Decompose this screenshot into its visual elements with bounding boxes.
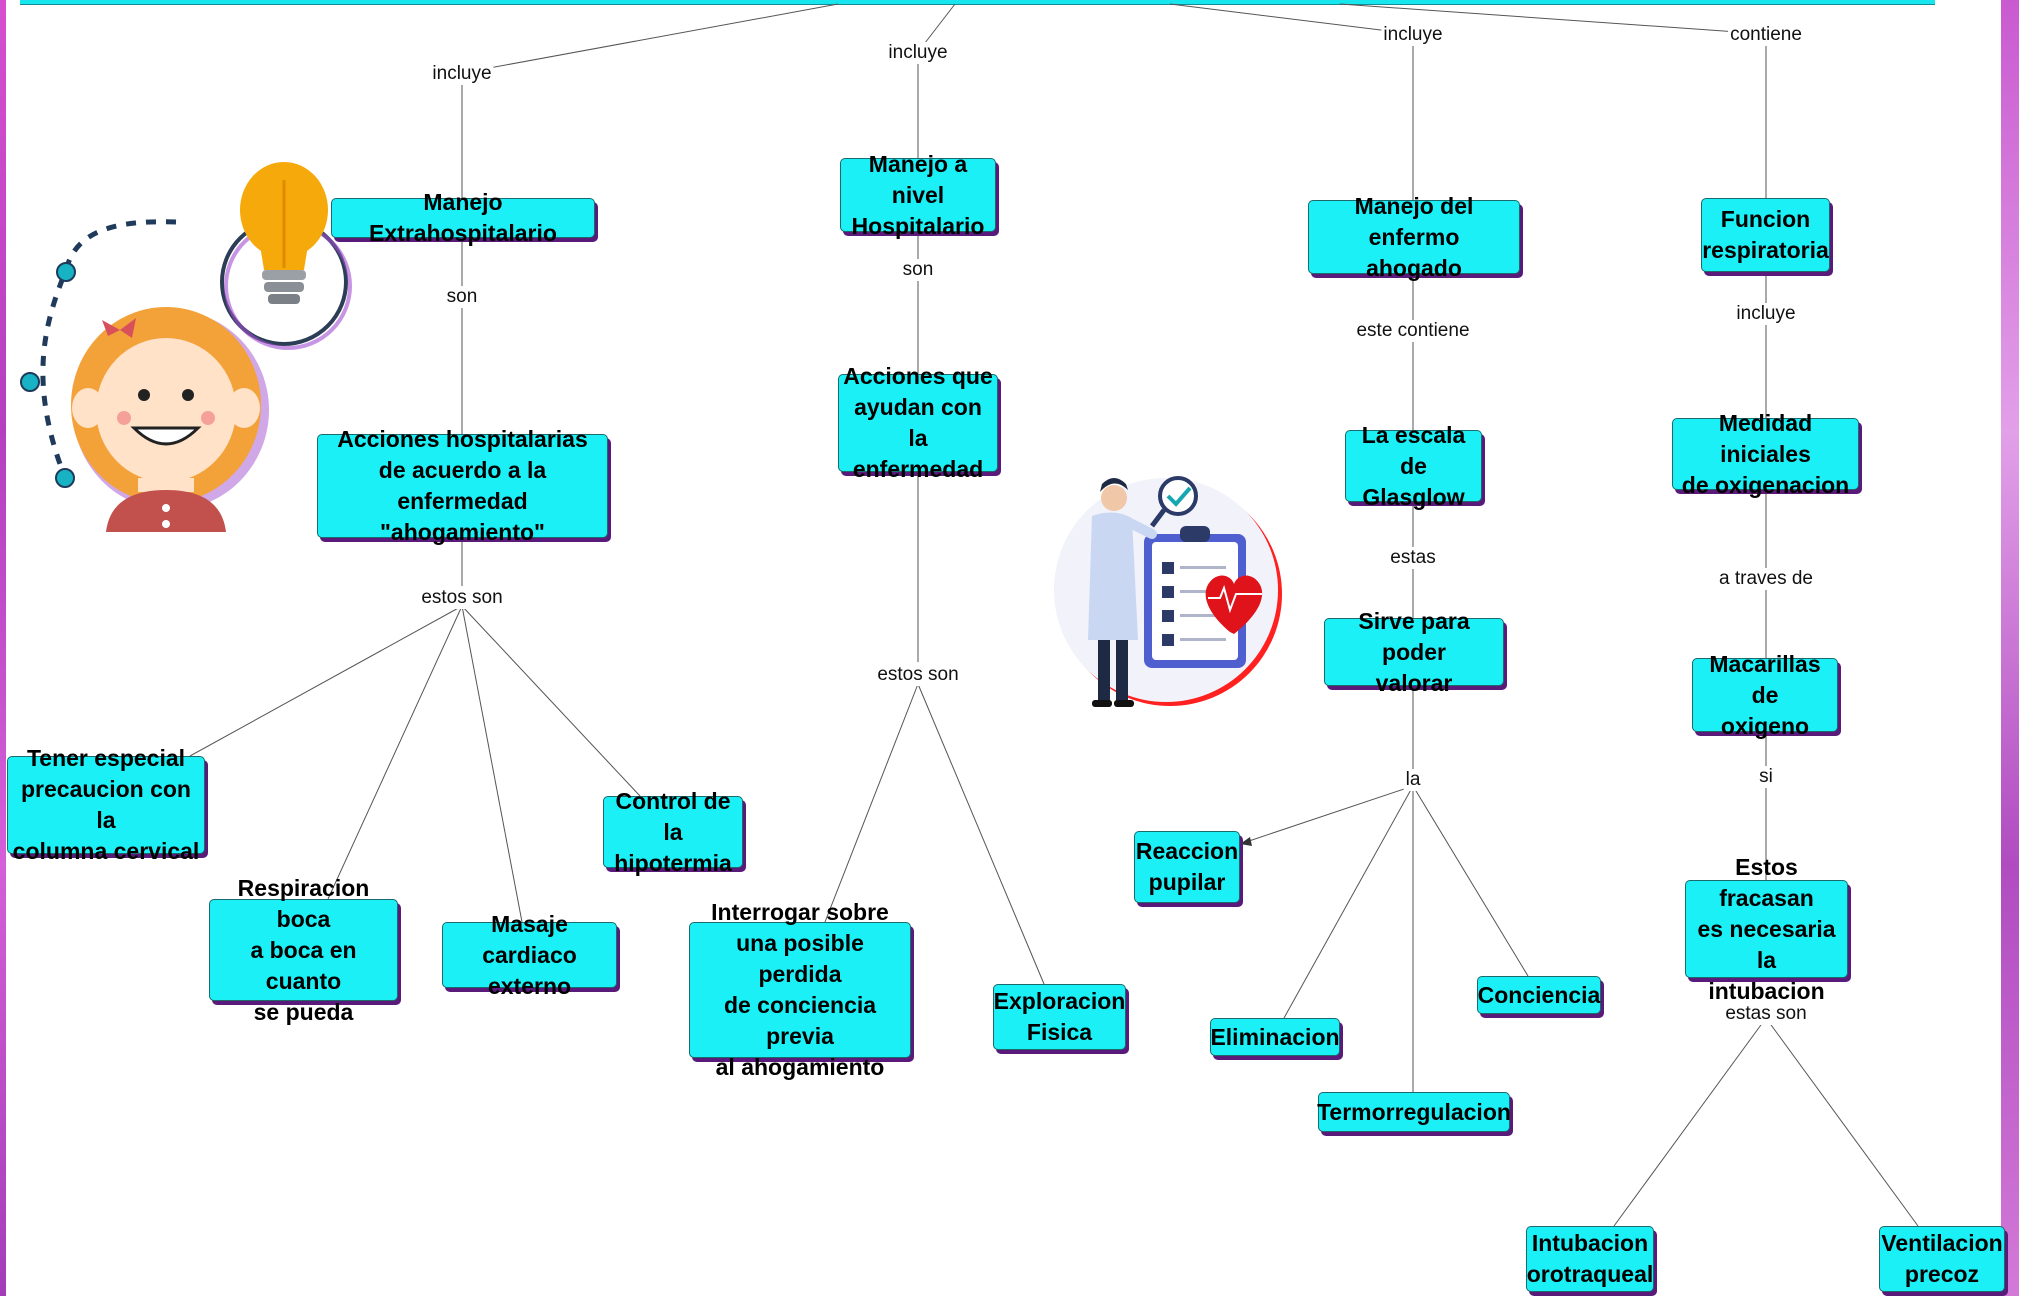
link-label: incluye (1381, 24, 1445, 46)
dot (55, 468, 75, 488)
link-label: incluye (430, 63, 494, 85)
node-tener-especial[interactable]: Tener especial precaucion con la columna… (7, 745, 205, 864)
link-label: la (1403, 769, 1423, 791)
link-line (1169, 3, 1414, 35)
clipboard-icon (1144, 526, 1246, 668)
link-line (189, 605, 463, 757)
link-label: estos son (419, 587, 505, 609)
node-ventilacion-precoz[interactable]: Ventilacion precoz (1879, 1226, 2005, 1292)
dot (20, 372, 40, 392)
node-sirve-valorar[interactable]: Sirve para poder valorar (1324, 608, 1504, 696)
node-acciones-hospitalarias[interactable]: Acciones hospitalarias de acuerdo a la e… (317, 426, 608, 545)
link-label: estos son (875, 664, 961, 686)
node-eliminacion[interactable]: Eliminacion (1210, 1018, 1340, 1056)
doctor-figure (1088, 478, 1157, 707)
link-label: si (1757, 766, 1775, 788)
node-escala-glasgow[interactable]: La escala de Glasglow (1345, 422, 1482, 510)
girl-illustration (20, 162, 352, 532)
node-acciones-ayudan[interactable]: Acciones que ayudan con la enfermedad (838, 363, 998, 482)
heart-icon (1205, 575, 1263, 634)
node-masaje-cardiaco[interactable]: Masaje cardiaco externo (442, 911, 617, 999)
node-manejo-hospitalario[interactable]: Manejo a nivel Hospitalario (840, 151, 996, 239)
node-interrogar[interactable]: Interrogar sobre una posible perdida de … (689, 899, 911, 1080)
link-line (824, 683, 919, 923)
link-label: estas son (1723, 1003, 1809, 1025)
link-line (1283, 785, 1414, 1019)
link-line (1613, 1017, 1767, 1227)
girl-face (71, 307, 269, 532)
dot (56, 262, 76, 282)
top-root-node-edge (20, 0, 1935, 5)
node-manejo-enfermo-ahogado[interactable]: Manejo del enfermo ahogado (1308, 193, 1520, 281)
doctor-checklist-illustration (1054, 476, 1282, 707)
node-intubacion-orotraqueal[interactable]: Intubacion orotraqueal (1526, 1226, 1654, 1292)
link-label: contiene (1728, 24, 1804, 46)
node-macarillas-oxigeno[interactable]: Macarillas de oxigeno (1692, 651, 1838, 739)
link-label: son (444, 286, 480, 308)
link-line (461, 605, 641, 797)
link-line (1765, 1017, 1919, 1227)
link-line (917, 683, 1045, 985)
link-line (1239, 785, 1414, 845)
link-label: incluye (886, 42, 950, 64)
node-respiracion-boca[interactable]: Respiracion boca a boca en cuanto se pue… (209, 875, 398, 1025)
node-funcion-respiratoria[interactable]: Funcion respiratoria (1701, 198, 1830, 272)
arrowhead (1240, 837, 1252, 846)
link-line (1412, 785, 1529, 977)
link-line (327, 605, 463, 900)
node-medidad-iniciales[interactable]: Medidad iniciales de oxigenacion (1672, 410, 1859, 498)
link-line (1339, 3, 1767, 35)
link-line (461, 3, 839, 74)
node-termorregulacion[interactable]: Termorregulacion (1317, 1092, 1511, 1132)
left-frame-border (0, 0, 6, 1296)
link-line (461, 605, 523, 923)
link-label: a traves de (1717, 568, 1815, 590)
link-label: este contiene (1354, 320, 1472, 342)
node-control-hipotermia[interactable]: Control de la hipotermia (603, 788, 743, 876)
link-label: son (900, 259, 936, 281)
right-frame-border (2001, 0, 2019, 1296)
lightbulb-icon (220, 162, 352, 350)
node-estos-fracasan[interactable]: Estos fracasan es necesaria la intubacio… (1685, 854, 1848, 1004)
magnifier-check-icon (1150, 476, 1198, 528)
node-conciencia[interactable]: Conciencia (1477, 976, 1601, 1014)
node-exploracion-fisica[interactable]: Exploracion Fisica (993, 984, 1126, 1050)
link-label: estas (1388, 547, 1438, 569)
dashed-arc (40, 219, 177, 481)
node-manejo-extrahospitalario[interactable]: Manejo Extrahospitalario (331, 189, 595, 246)
node-reaccion-pupilar[interactable]: Reaccion pupilar (1134, 831, 1240, 903)
link-label: incluye (1734, 303, 1798, 325)
